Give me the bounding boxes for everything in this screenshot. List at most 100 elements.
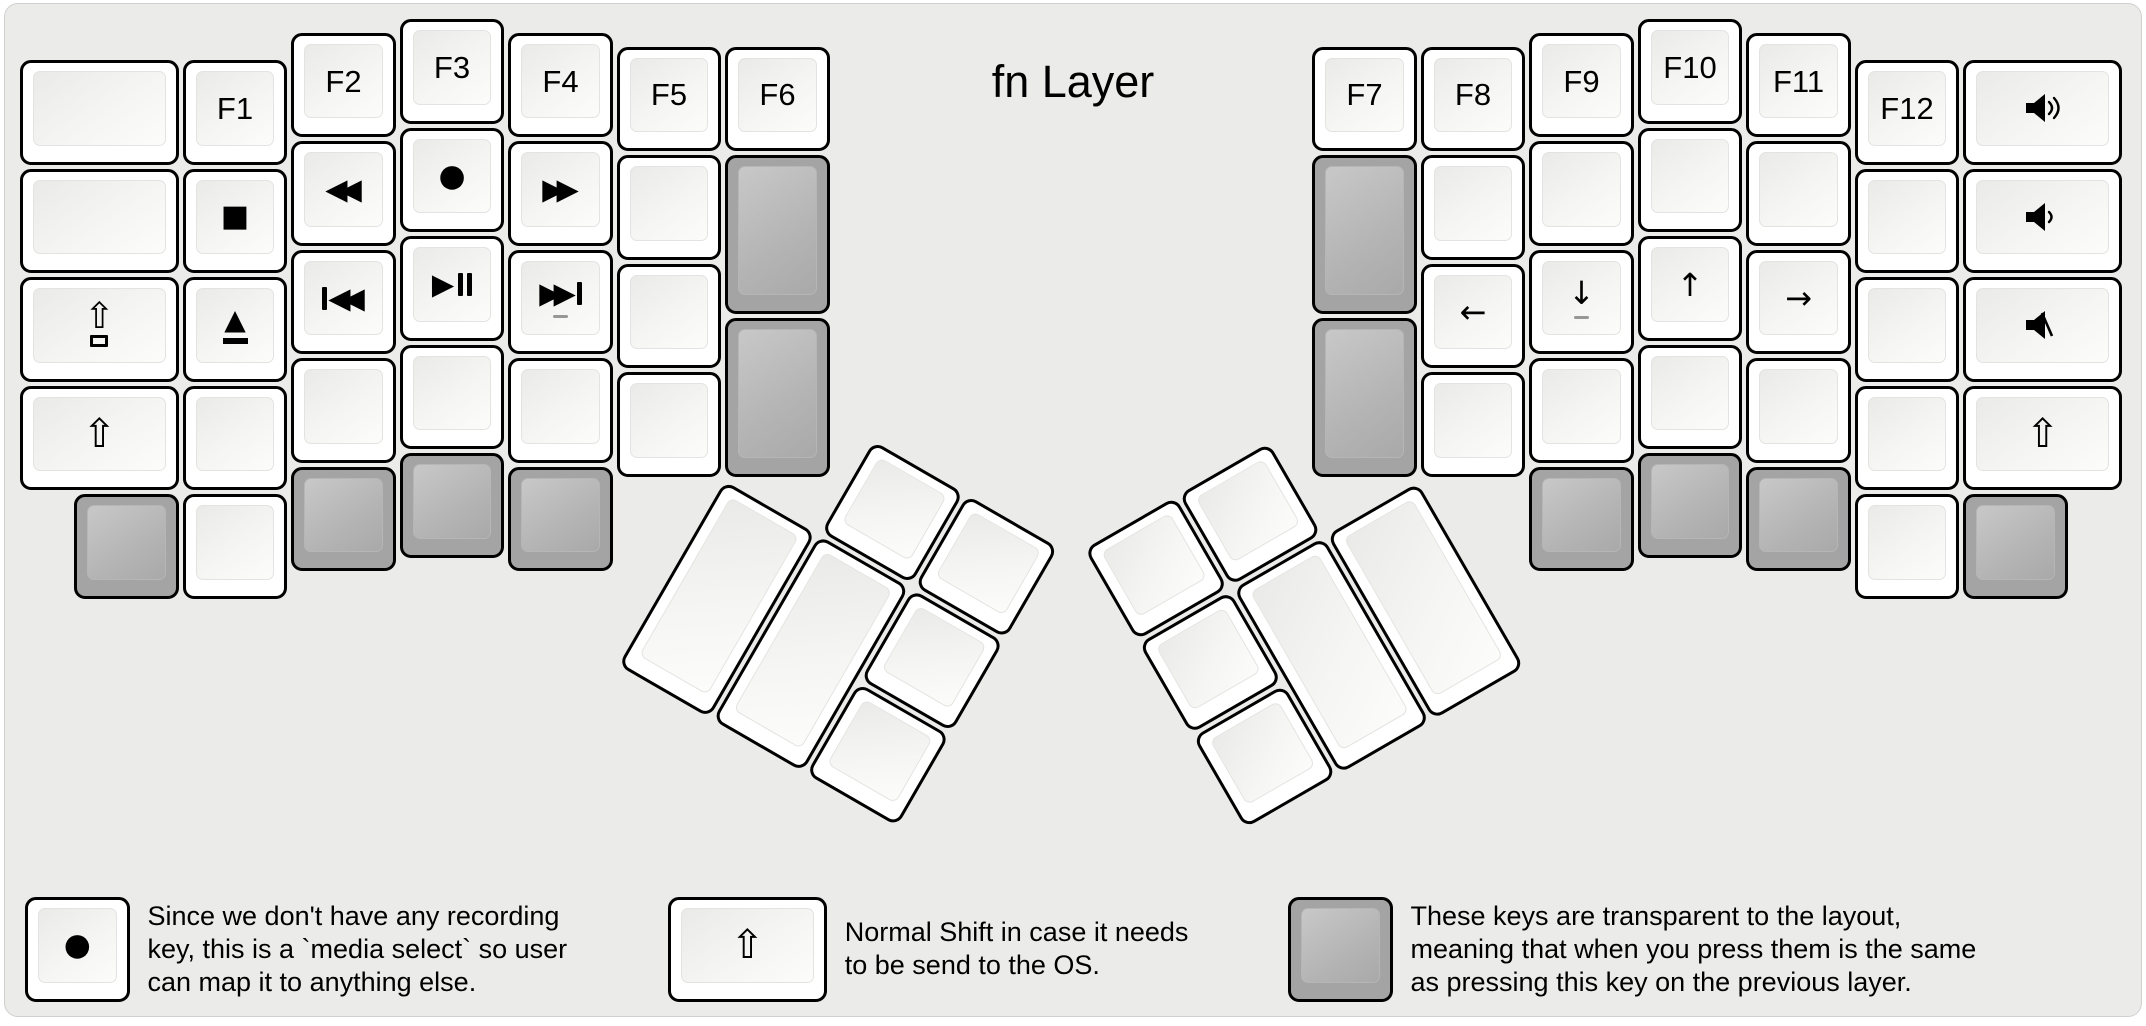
key-f11[interactable]: F11 xyxy=(1746,32,1851,138)
key-transparent[interactable] xyxy=(1963,494,2068,599)
key-surface xyxy=(1542,369,1621,444)
key-surface: ▲ xyxy=(195,288,275,363)
key-surface: ⇧ xyxy=(681,908,814,983)
key-blank[interactable] xyxy=(616,372,722,477)
key-label: F2 xyxy=(325,63,362,99)
key-f1[interactable]: F1 xyxy=(182,60,288,165)
key-transparent[interactable] xyxy=(508,466,613,572)
key-blank[interactable] xyxy=(1746,141,1851,246)
key-arrow-right[interactable]: → xyxy=(1746,249,1851,355)
key-surface: ↑ xyxy=(1650,247,1730,322)
key-blank[interactable] xyxy=(291,358,396,463)
key-surface: F6 xyxy=(738,57,817,133)
key-blank[interactable] xyxy=(1746,358,1851,463)
key-surface: ● xyxy=(38,908,117,983)
key-play-pause[interactable]: ▶ xyxy=(399,236,505,341)
key-surface xyxy=(1759,369,1838,444)
key-f6[interactable]: F6 xyxy=(725,46,830,152)
key-surface xyxy=(1867,179,1947,255)
key-blank[interactable] xyxy=(508,358,613,463)
key-surface xyxy=(33,71,166,146)
key-surface xyxy=(629,166,709,241)
key-f12[interactable]: F12 xyxy=(1854,60,1960,165)
key-blank[interactable] xyxy=(1529,141,1634,246)
rewind-icon: ◀◀ xyxy=(325,172,362,207)
key-transparent[interactable] xyxy=(399,453,505,558)
legend-text-line: meaning that when you press them is the … xyxy=(1410,933,1977,964)
key-surface xyxy=(1650,464,1730,539)
key-mute[interactable] xyxy=(1963,277,2122,382)
key-blank[interactable] xyxy=(1637,127,1743,233)
key-blank[interactable] xyxy=(1637,344,1743,450)
key-transparent[interactable] xyxy=(1312,317,1417,477)
key-transparent[interactable] xyxy=(725,317,830,477)
key-transparent[interactable] xyxy=(74,494,179,599)
key-blank[interactable] xyxy=(616,263,722,369)
key-eject[interactable]: ▲ xyxy=(182,277,288,382)
legend-text-line: can map it to anything else. xyxy=(147,966,477,997)
key-blank[interactable] xyxy=(1854,385,1960,491)
key-arrow-up[interactable]: ↑ xyxy=(1637,236,1743,341)
key-transparent[interactable] xyxy=(1529,466,1634,572)
key-f7[interactable]: F7 xyxy=(1312,46,1417,152)
key-label: F11 xyxy=(1772,63,1825,99)
mute-icon xyxy=(2020,309,2066,341)
key-blank[interactable] xyxy=(182,494,288,599)
key-rewind[interactable]: ◀◀ xyxy=(291,141,396,246)
key-surface: ■ xyxy=(195,179,275,255)
key-label: F4 xyxy=(542,63,579,99)
key-blank[interactable] xyxy=(1420,372,1526,477)
key-blank[interactable] xyxy=(1529,358,1634,463)
legend-text-line: Since we don't have any recording xyxy=(147,900,560,931)
key-f2[interactable]: F2 xyxy=(291,32,396,138)
key-transparent[interactable] xyxy=(725,155,830,314)
key-surface xyxy=(841,456,948,561)
key-surface xyxy=(1325,166,1404,295)
key-surface: ◀◀ xyxy=(304,260,383,336)
legend-text: These keys are transparent to the layout… xyxy=(1411,900,1977,999)
key-caps-lock[interactable]: ⇧ xyxy=(20,277,179,382)
key-surface: F1 xyxy=(195,71,275,146)
key-f9[interactable]: F9 xyxy=(1529,32,1634,138)
key-transparent[interactable] xyxy=(1746,466,1851,572)
key-blank[interactable] xyxy=(1854,494,1960,599)
key-f3[interactable]: F3 xyxy=(399,19,505,124)
key-fast-forward[interactable]: ▶▶ xyxy=(508,141,613,246)
key-blank[interactable] xyxy=(20,60,179,165)
key-volume-down[interactable] xyxy=(1963,168,2122,274)
key-volume-up[interactable] xyxy=(1963,60,2122,165)
key-transparent[interactable] xyxy=(1312,155,1417,314)
key-shift-left[interactable]: ⇧ xyxy=(20,385,179,491)
key-surface xyxy=(629,274,709,350)
key-arrow-down[interactable]: ↓ xyxy=(1529,249,1634,355)
key-surface xyxy=(1301,908,1380,983)
key-surface xyxy=(195,505,275,580)
key-stop[interactable]: ■ xyxy=(182,168,288,274)
key-transparent[interactable] xyxy=(291,466,396,572)
key-f5[interactable]: F5 xyxy=(616,46,722,152)
key-blank[interactable] xyxy=(399,344,505,450)
key-f10[interactable]: F10 xyxy=(1637,19,1743,124)
key-blank[interactable] xyxy=(182,385,288,491)
key-surface: F3 xyxy=(412,30,492,105)
key-shift-right[interactable]: ⇧ xyxy=(1963,385,2122,491)
key-blank[interactable] xyxy=(616,155,722,260)
key-prev-track[interactable]: ◀◀ xyxy=(291,249,396,355)
key-next-track[interactable]: ▶▶ xyxy=(508,249,613,355)
key-arrow-left[interactable]: ← xyxy=(1420,263,1526,369)
key-f8[interactable]: F8 xyxy=(1420,46,1526,152)
key-f4[interactable]: F4 xyxy=(508,32,613,138)
key-surface xyxy=(195,396,275,472)
key-blank[interactable] xyxy=(1854,168,1960,274)
key-surface xyxy=(1433,166,1513,241)
legend-text-line: as pressing this key on the previous lay… xyxy=(1410,966,1912,997)
next-track-icon: ▶▶ xyxy=(539,278,582,308)
key-transparent[interactable] xyxy=(1637,453,1743,558)
key-label: F9 xyxy=(1563,63,1600,99)
key-blank[interactable] xyxy=(1854,277,1960,382)
key-blank[interactable] xyxy=(1420,155,1526,260)
homing-bar xyxy=(1574,316,1589,320)
key-blank[interactable] xyxy=(20,168,179,274)
key-record[interactable]: ● xyxy=(399,127,505,233)
